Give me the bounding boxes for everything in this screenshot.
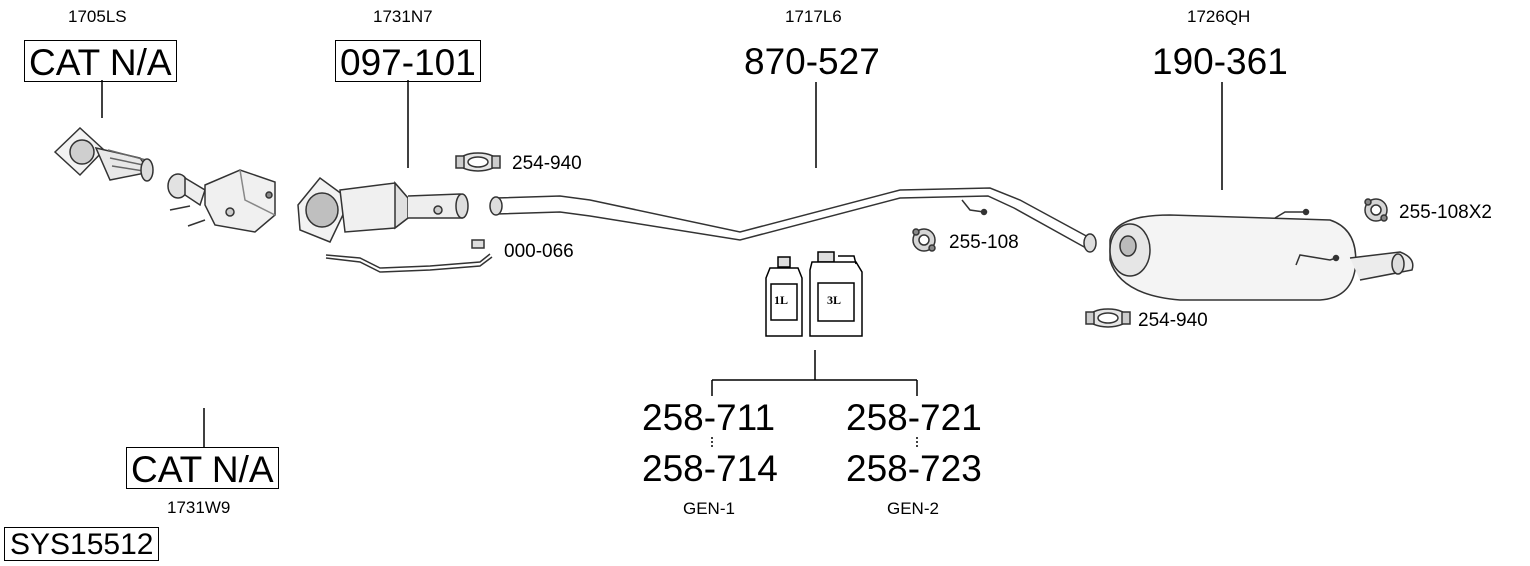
can-volume-label: 3L [827, 293, 842, 307]
leader-lines [101, 80, 1223, 448]
sensor-pipe-label[interactable]: 000-066 [504, 241, 574, 262]
rear-silencer-part [1109, 208, 1414, 301]
mount-rear-label[interactable]: 255-108X2 [1399, 202, 1492, 223]
fluid-can-icon [809, 251, 863, 337]
gen1-part-bottom[interactable]: 258-714 [642, 448, 778, 489]
gen2-part-bottom[interactable]: 258-723 [846, 448, 982, 489]
middle-pipe-part [489, 187, 1097, 253]
mount-mid-label[interactable]: 255-108 [949, 232, 1019, 253]
rubber-mount-icon [912, 228, 936, 252]
part-ref-3: 1717L6 [785, 7, 842, 26]
bottle-volume-label: 1L [774, 293, 789, 307]
part-number-3[interactable]: 870-527 [744, 41, 880, 82]
rubber-mount-icon [1364, 198, 1388, 222]
part-ref-2: 1731N7 [373, 7, 433, 26]
clamp-front-label[interactable]: 254-940 [512, 153, 582, 174]
part-ref-4: 1726QH [1187, 7, 1251, 26]
part-ref-1: 1705LS [68, 7, 127, 26]
gen1-part-top[interactable]: 258-711 [642, 397, 776, 438]
part-number-4[interactable]: 190-361 [1152, 41, 1288, 82]
clamp-icon [1085, 308, 1131, 328]
part-number-5[interactable]: CAT N/A [126, 447, 279, 489]
part-ref-5: 1731W9 [167, 498, 231, 517]
front-pipe-part [53, 126, 154, 182]
part-number-1[interactable]: CAT N/A [24, 40, 177, 82]
clamp-icon [455, 152, 501, 172]
part-number-2[interactable]: 097-101 [335, 40, 481, 82]
fluid-bottle-icon [765, 256, 803, 337]
system-code: SYS15512 [4, 527, 160, 561]
gen2-part-top[interactable]: 258-721 [846, 397, 982, 438]
particulate-filter-part [297, 176, 493, 273]
clamp-rear-label[interactable]: 254-940 [1138, 310, 1208, 331]
gen2-label: GEN-2 [887, 499, 939, 518]
catalytic-converter-part [167, 169, 276, 233]
gen1-label: GEN-1 [683, 499, 735, 518]
